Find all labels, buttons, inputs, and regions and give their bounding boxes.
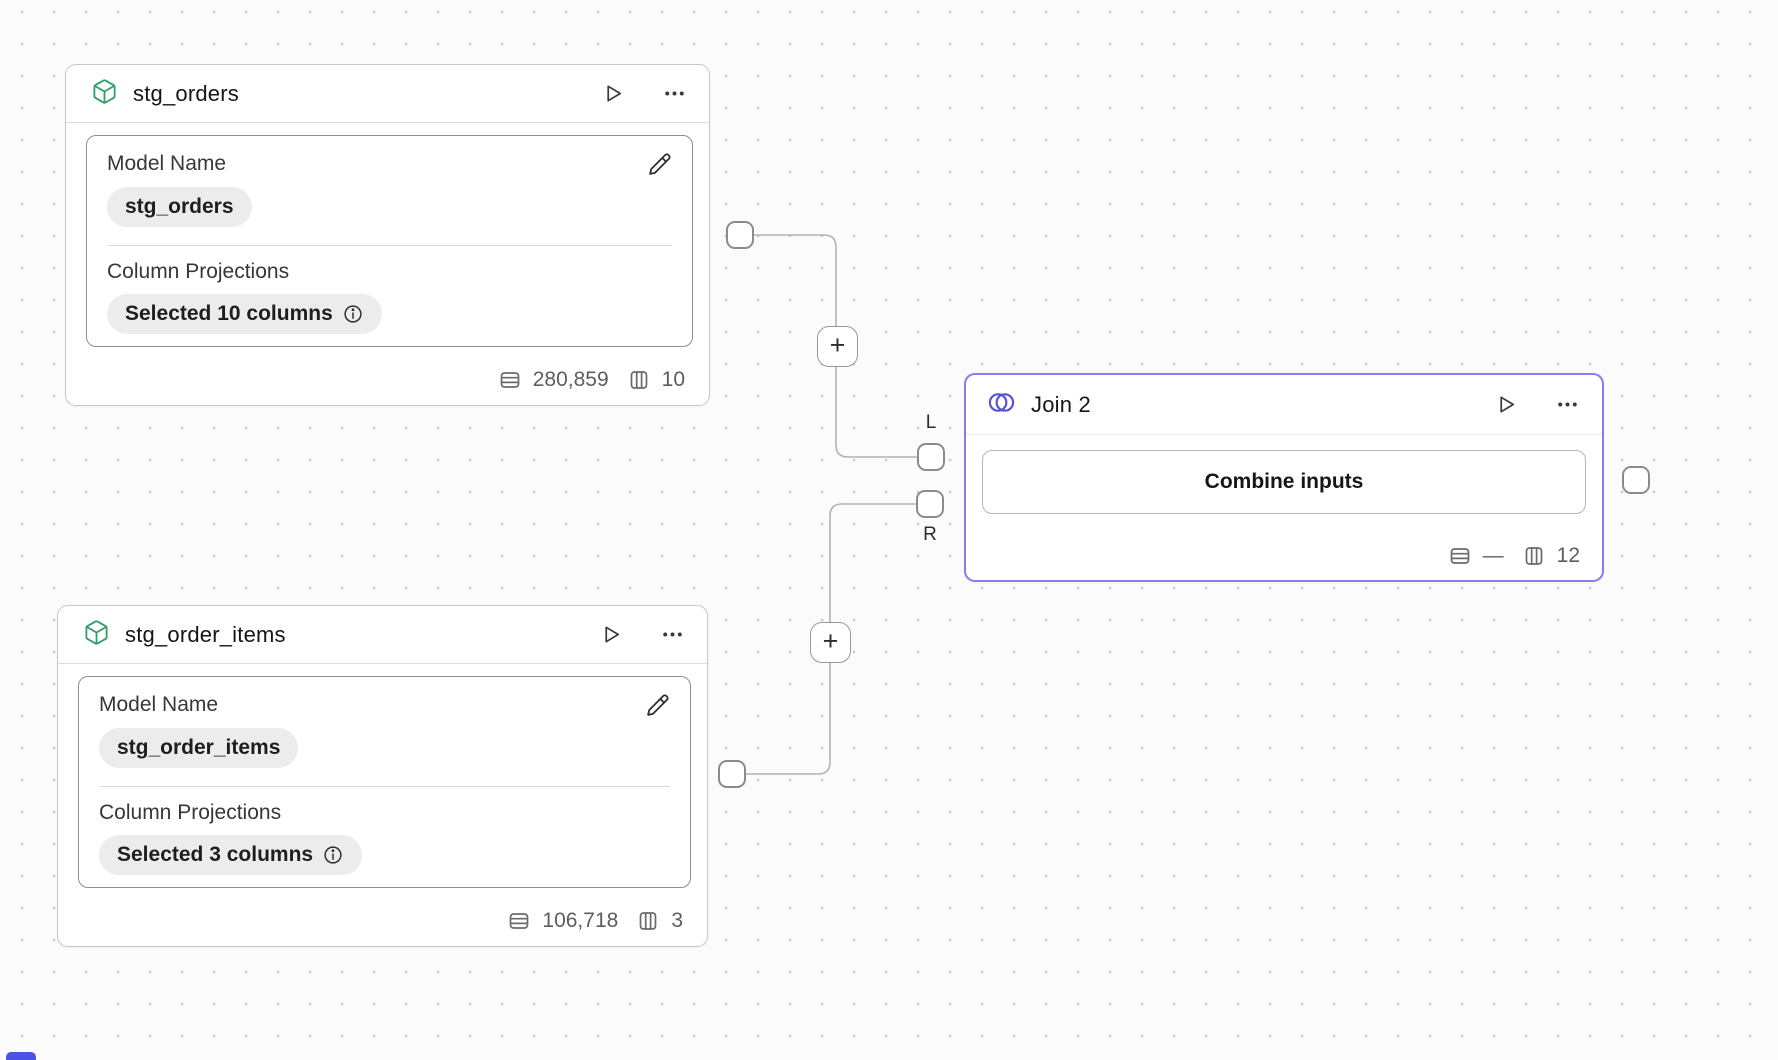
column-count: 3 [671,909,683,932]
node-footer: 106,718 3 [507,909,683,933]
node-stg-orders[interactable]: stg_orders Model Name stg_orders C [65,64,710,406]
column-count-icon [630,371,647,389]
column-projections-label: Column Projections [107,260,290,283]
model-name-value: stg_order_items [117,736,281,759]
column-count-icon [1525,547,1542,565]
run-node-button[interactable] [1495,393,1518,416]
ellipsis-icon [663,632,682,637]
column-count: 12 [1556,544,1580,567]
node-config-card: Model Name stg_order_items Column Projec… [78,676,691,888]
node-join-2[interactable]: Join 2 Combine inputs — 12 [964,373,1604,582]
info-icon[interactable] [322,844,344,866]
node-footer: 280,859 10 [498,368,685,392]
row-count: — [1482,544,1504,567]
row-count-icon [1450,548,1469,564]
node-menu-button[interactable] [660,622,685,647]
port-join-output[interactable] [1622,466,1650,494]
model-name-chip: stg_order_items [99,728,299,768]
column-projections-chip[interactable]: Selected 10 columns [107,294,382,334]
column-projections-value: Selected 3 columns [117,843,314,866]
column-projections-label: Column Projections [99,801,282,824]
port-join-input-left[interactable] [917,443,945,471]
model-name-label: Model Name [107,152,227,175]
row-count: 106,718 [542,909,619,932]
join-right-input-label: R [923,524,937,545]
node-menu-button[interactable] [662,81,687,106]
join-left-input-label: L [925,412,937,433]
node-header: stg_orders [66,65,709,123]
combine-inputs-button[interactable]: Combine inputs [982,450,1586,514]
port-stg-orders-output[interactable] [726,221,754,249]
column-projections-value: Selected 10 columns [125,302,333,325]
ellipsis-icon [1558,402,1577,407]
run-node-button[interactable] [602,82,625,105]
edit-model-name-button[interactable] [645,693,670,718]
node-menu-button[interactable] [1555,392,1580,417]
ellipsis-icon [665,91,684,96]
node-stg-order-items[interactable]: stg_order_items Model Name stg_order_ite… [57,605,708,947]
run-node-button[interactable] [600,623,623,646]
model-name-chip: stg_orders [107,187,252,227]
pencil-icon [649,153,671,175]
row-count-icon [500,372,520,388]
node-title: Join 2 [1031,391,1091,417]
add-step-on-edge-bottom-button[interactable]: + [810,622,851,663]
column-count: 10 [661,368,685,391]
pencil-icon [647,694,669,716]
node-config-card: Model Name stg_orders Column Projections… [86,135,693,347]
node-title: stg_order_items [125,621,286,647]
add-step-on-edge-top-button[interactable]: + [817,326,858,367]
column-count-icon [639,912,657,930]
model-name-label: Model Name [99,693,219,716]
row-count-icon [510,913,529,929]
row-count: 280,859 [532,368,609,391]
node-header: Join 2 [966,375,1602,435]
node-title: stg_orders [133,80,239,106]
node-header: stg_order_items [58,606,707,664]
model-cube-icon [91,78,118,110]
play-icon [607,85,622,102]
divider [107,245,672,246]
node-footer: — 12 [1448,544,1580,568]
play-icon [605,626,620,643]
model-name-value: stg_orders [125,195,234,218]
info-icon[interactable] [342,303,364,325]
column-projections-chip[interactable]: Selected 3 columns [99,835,363,875]
join-venn-icon [987,388,1016,422]
edit-model-name-button[interactable] [647,152,672,177]
divider [99,786,670,787]
canvas-control-partial[interactable] [6,1052,36,1060]
play-icon [1500,396,1515,413]
port-stg-order-items-output[interactable] [718,760,746,788]
port-join-input-right[interactable] [916,490,944,518]
model-cube-icon [83,619,110,651]
